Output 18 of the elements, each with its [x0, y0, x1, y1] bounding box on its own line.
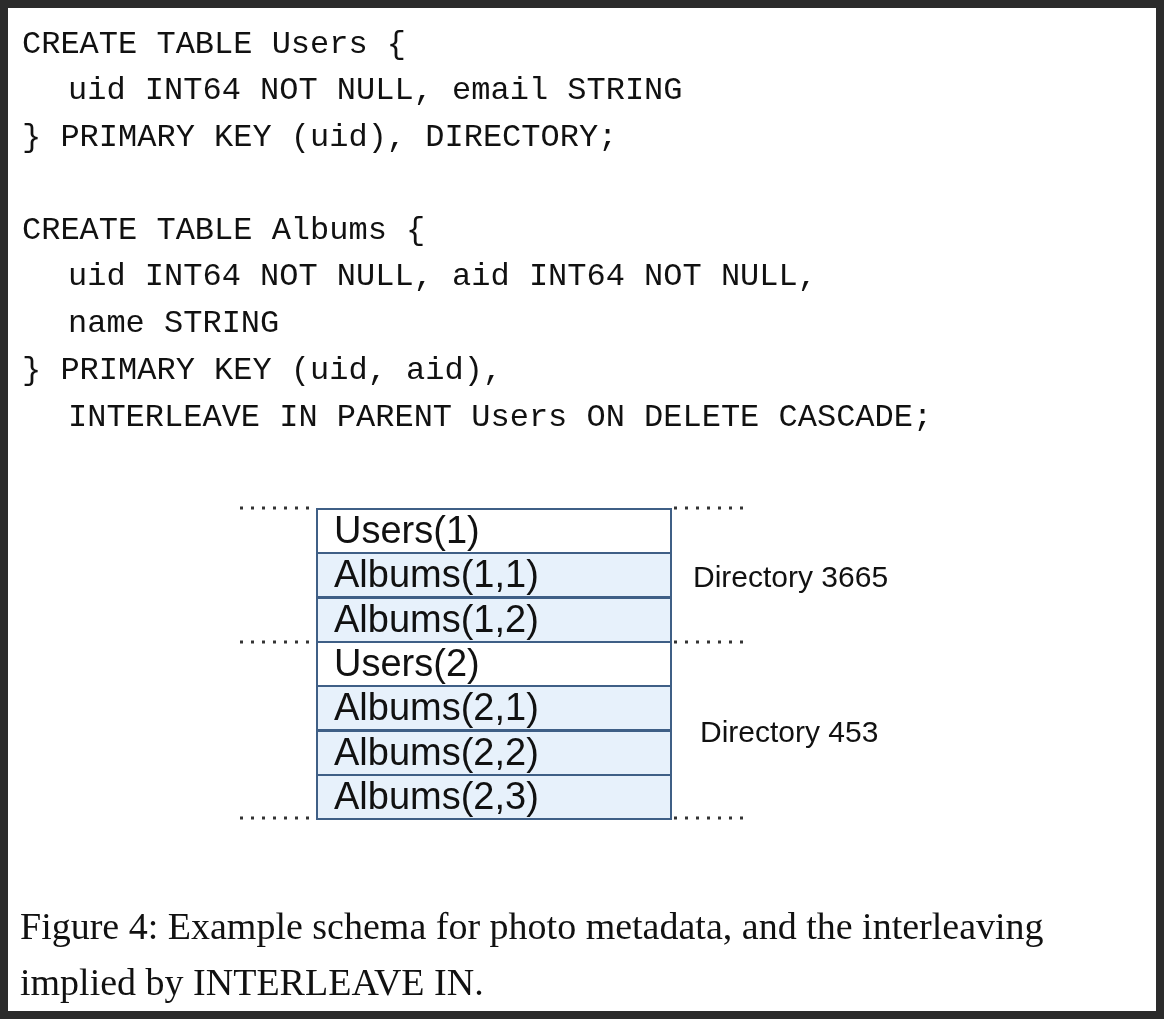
code-line: uid INT64 NOT NULL, aid INT64 NOT NULL,: [68, 258, 817, 296]
table-row: Users(2): [316, 640, 672, 687]
figure-caption: Figure 4: Example schema for photo metadata, and the interleaving implied by INTERLEAVE IN.: [20, 904, 1045, 1005]
code-line: CREATE TABLE Albums {: [22, 212, 426, 250]
code-line: INTERLEAVE IN PARENT Users ON DELETE CASCADE;: [68, 399, 933, 437]
directory-label: Directory 453: [700, 715, 879, 749]
table-row: Albums(2,2): [316, 729, 672, 776]
code-line: } PRIMARY KEY (uid), DIRECTORY;: [22, 119, 618, 157]
code-line: name STRING: [68, 305, 280, 343]
code-line: uid INT64 NOT NULL, email STRING: [68, 72, 683, 110]
table-row: Albums(1,1): [316, 552, 672, 599]
directory-label: Directory 3665: [693, 560, 889, 594]
table-row: Albums(2,3): [316, 773, 672, 820]
table-row: Albums(2,1): [316, 685, 672, 732]
code-line: CREATE TABLE Users {: [22, 26, 407, 64]
code-line: } PRIMARY KEY (uid, aid),: [22, 352, 503, 390]
table-row: Albums(1,2): [316, 596, 672, 643]
table-row: Users(1): [316, 508, 672, 554]
